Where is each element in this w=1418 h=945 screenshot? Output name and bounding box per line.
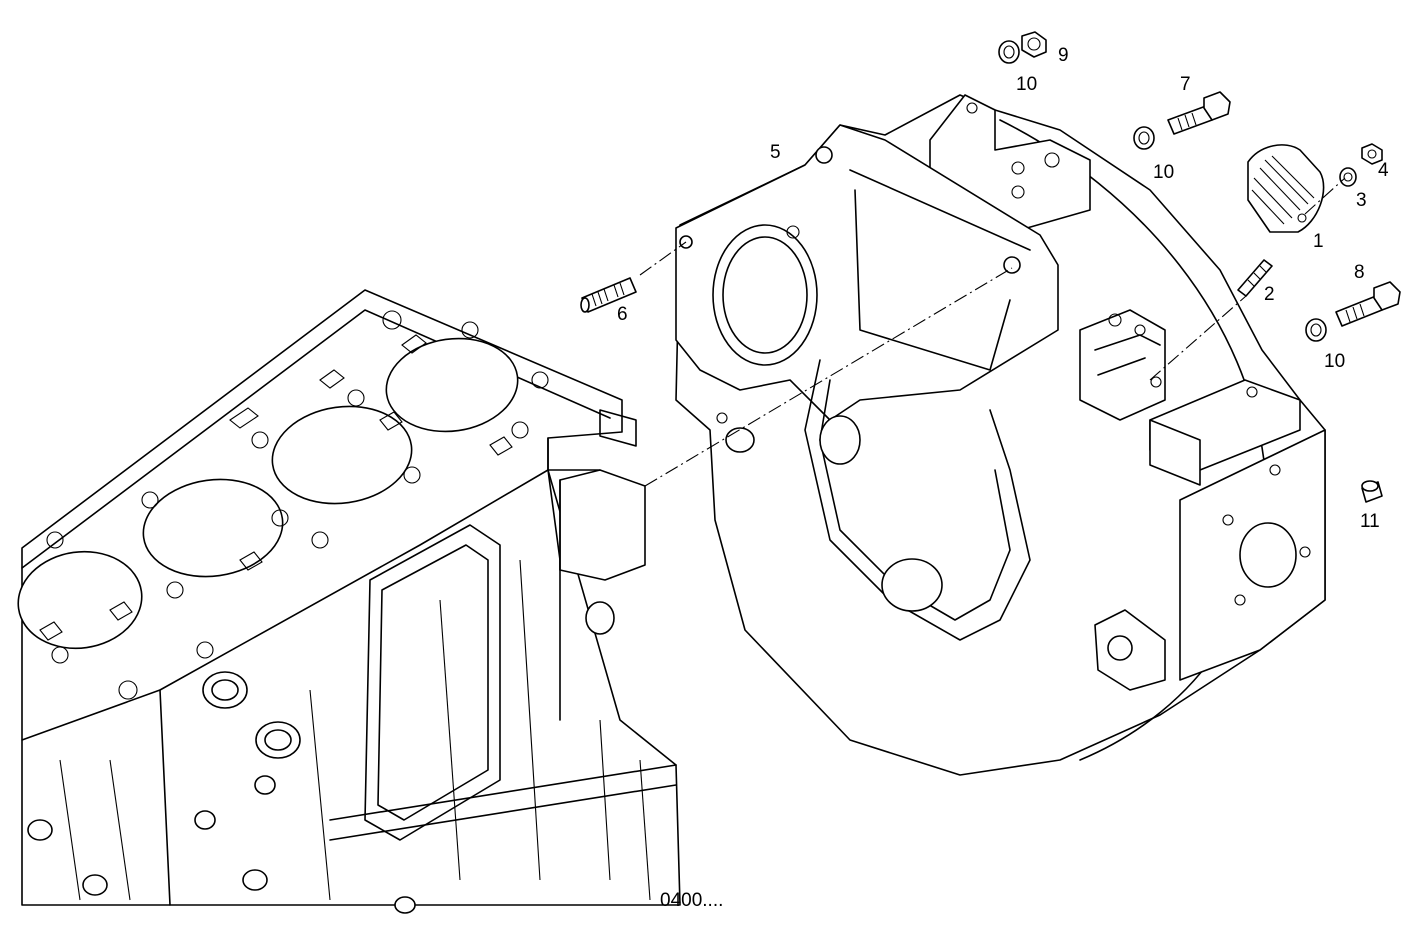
flywheel-housing: [675, 94, 1326, 776]
callout-10-top: 10: [1016, 74, 1037, 95]
callout-1: 1: [1313, 231, 1324, 252]
bushing-11: [1361, 480, 1383, 503]
reference-code: 0400....: [660, 890, 723, 911]
washer-10-mid: [1133, 126, 1155, 150]
nut-4: [1361, 143, 1383, 165]
callout-9: 9: [1058, 45, 1069, 66]
washer-10-low: [1305, 318, 1327, 342]
callout-6: 6: [617, 304, 628, 325]
callout-10-mid: 10: [1153, 162, 1174, 183]
washer-3: [1339, 167, 1357, 187]
nut-9: [1021, 31, 1047, 58]
stud-6: [580, 277, 637, 313]
engine-block: [17, 289, 681, 914]
callout-3: 3: [1356, 190, 1367, 211]
callout-2: 2: [1264, 284, 1275, 305]
callout-7: 7: [1180, 74, 1191, 95]
assembly-lines: [639, 177, 1346, 487]
callout-4: 4: [1378, 160, 1389, 181]
bolt-8: [1335, 281, 1401, 327]
bolt-7: [1167, 91, 1231, 135]
callout-5: 5: [770, 142, 781, 163]
hardware-parts: [580, 31, 1401, 503]
cover-plate-1: [1247, 144, 1325, 233]
callout-10-low: 10: [1324, 351, 1345, 372]
washer-10-top: [998, 40, 1020, 64]
callout-labels: 1 2 3 4 5 6 7 8 9 10 10 10 11 0400....: [617, 45, 1389, 911]
stud-2: [1237, 259, 1273, 297]
callout-8: 8: [1354, 262, 1365, 283]
callout-11: 11: [1360, 511, 1380, 532]
